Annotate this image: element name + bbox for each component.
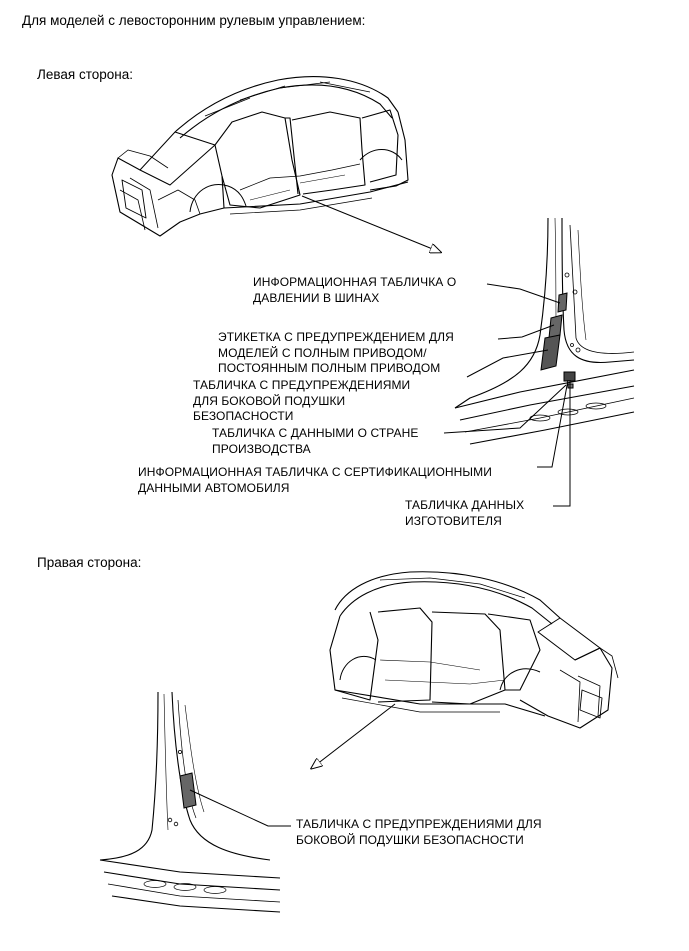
label-line: ТАБЛИЧКА С ПРЕДУПРЕЖДЕНИЯМИ ДЛЯ xyxy=(296,817,542,831)
leader-line-right xyxy=(189,789,291,827)
car-body-right-illustration xyxy=(329,571,619,729)
label-line: МОДЕЛЕЙ С ПОЛНЫМ ПРИВОДОМ/ xyxy=(218,345,427,360)
right-side-title: Правая сторона: xyxy=(37,555,142,570)
label-line: ЭТИКЕТКА С ПРЕДУПРЕЖДЕНИЕМ ДЛЯ xyxy=(218,330,454,344)
label-line: ТАБЛИЧКА ДАННЫХ xyxy=(405,498,525,512)
label-side-airbag-right: ТАБЛИЧКА С ПРЕДУПРЕЖДЕНИЯМИ ДЛЯ БОКОВОЙ … xyxy=(296,817,542,848)
label-tire-pressure: ИНФОРМАЦИОННАЯ ТАБЛИЧКА О ДАВЛЕНИИ В ШИН… xyxy=(253,275,456,306)
label-country: ТАБЛИЧКА С ДАННЫМИ О СТРАНЕ ПРОИЗВОДСТВА xyxy=(212,426,419,457)
label-line: ПРОИЗВОДСТВА xyxy=(212,441,311,456)
pillar-detail-left xyxy=(454,217,635,445)
label-line: ТАБЛИЧКА С ДАННЫМИ О СТРАНЕ xyxy=(212,426,419,440)
label-certification: ИНФОРМАЦИОННАЯ ТАБЛИЧКА С СЕРТИФИКАЦИОНН… xyxy=(138,465,492,496)
label-line: ИНФОРМАЦИОННАЯ ТАБЛИЧКА О xyxy=(253,275,457,289)
car-body-left-illustration xyxy=(111,76,409,237)
left-side-title: Левая сторона: xyxy=(37,67,133,82)
page-header: Для моделей с левосторонним рулевым упра… xyxy=(22,13,366,28)
label-line: ТАБЛИЧКА С ПРЕДУПРЕЖДЕНИЯМИ xyxy=(193,378,411,392)
label-line: ИНФОРМАЦИОННАЯ ТАБЛИЧКА С СЕРТИФИКАЦИОНН… xyxy=(138,465,492,479)
leader-arrow-right xyxy=(312,703,396,768)
label-manufacturer: ТАБЛИЧКА ДАННЫХ ИЗГОТОВИТЕЛЯ xyxy=(405,498,524,529)
label-awd-warning: ЭТИКЕТКА С ПРЕДУПРЕЖДЕНИЕМ ДЛЯ МОДЕЛЕЙ С… xyxy=(218,330,454,377)
label-plate-right xyxy=(179,772,197,809)
label-line: БЕЗОПАСНОСТИ xyxy=(193,409,294,423)
leader-arrow-left xyxy=(301,195,440,252)
label-plates-left xyxy=(540,292,576,389)
pillar-detail-right xyxy=(99,691,281,913)
label-line: БОКОВОЙ ПОДУШКИ БЕЗОПАСНОСТИ xyxy=(296,832,524,847)
label-line: ИЗГОТОВИТЕЛЯ xyxy=(405,513,502,528)
leader-lines-left xyxy=(443,283,571,507)
label-line: ДАВЛЕНИИ В ШИНАХ xyxy=(253,290,380,305)
label-side-airbag-left: ТАБЛИЧКА С ПРЕДУПРЕЖДЕНИЯМИ ДЛЯ БОКОВОЙ … xyxy=(193,378,410,425)
label-line: ПОСТОЯННЫМ ПОЛНЫМ ПРИВОДОМ xyxy=(218,361,441,375)
label-line: ДАННЫМИ АВТОМОБИЛЯ xyxy=(138,480,290,495)
label-line: ДЛЯ БОКОВОЙ ПОДУШКИ xyxy=(193,393,346,408)
